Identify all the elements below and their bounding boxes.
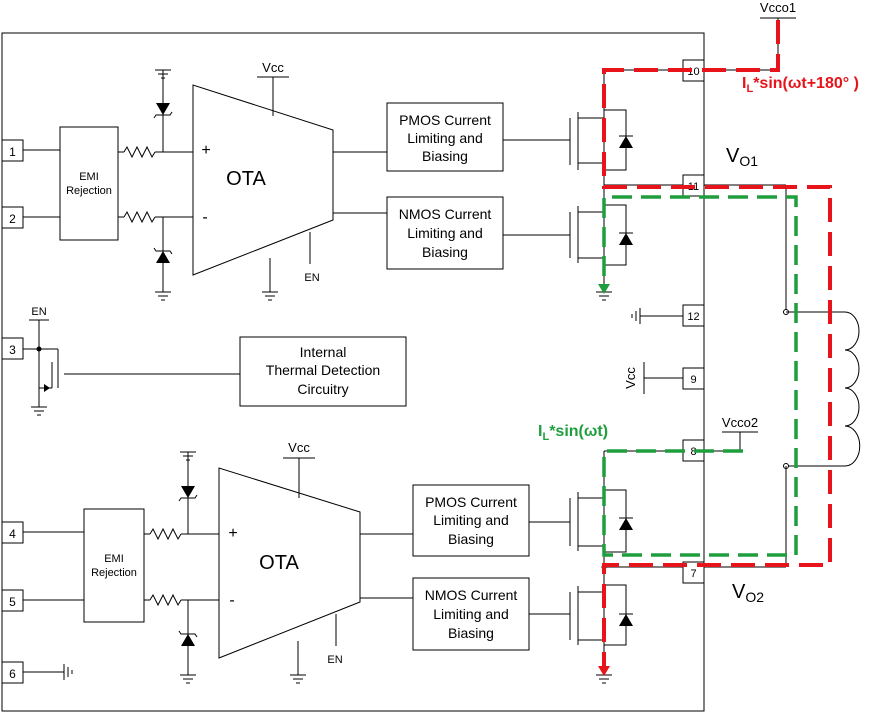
il-red-label: IL*sin(ωt+180° )	[742, 75, 859, 95]
zener-diode-icon	[156, 103, 170, 115]
svg-text:Thermal Detection: Thermal Detection	[266, 362, 380, 378]
inductor-load	[704, 184, 861, 568]
inductor-icon	[844, 311, 861, 467]
zener-diode-icon	[181, 634, 195, 646]
top-channel: EMI Rejection OTA + - Vcc	[23, 60, 683, 301]
green-current-path	[598, 195, 798, 557]
svg-text:Biasing: Biasing	[448, 531, 494, 547]
vcco1-label: Vcco1	[760, 0, 796, 15]
svg-text:Vcc: Vcc	[288, 440, 310, 455]
body-diode-icon	[619, 136, 633, 148]
svg-text:Limiting and: Limiting and	[407, 130, 483, 146]
pin-3-label: 3	[9, 343, 16, 357]
arrow-down-icon	[598, 284, 610, 294]
svg-text:PMOS Current: PMOS Current	[425, 494, 517, 510]
pmos-transistor-top	[569, 69, 683, 185]
vo2-label: VO2	[732, 581, 764, 605]
body-diode-icon	[619, 233, 633, 245]
zener-diode-icon	[181, 486, 195, 498]
bottom-channel: EMI Rejection OTA + - Vcc EN	[23, 440, 683, 684]
svg-text:Biasing: Biasing	[422, 244, 468, 260]
nmos-limiting-block-top	[386, 196, 504, 270]
pmos-transistor-bottom	[569, 450, 683, 567]
svg-text:-: -	[202, 209, 207, 226]
svg-text:Circuitry: Circuitry	[297, 381, 348, 397]
pin-6: 6	[1, 661, 24, 684]
thermal-detection-block	[239, 336, 407, 407]
svg-text:Biasing: Biasing	[422, 148, 468, 164]
vo1-label: VO1	[726, 145, 758, 169]
pin-2-label: 2	[9, 212, 16, 226]
pin-3: 3	[1, 337, 24, 360]
resistor-icon	[123, 210, 156, 224]
svg-text:Vcc: Vcc	[623, 367, 638, 389]
body-diode-icon	[619, 518, 633, 530]
pin-4: 4	[1, 521, 24, 544]
pin-7-label: 7	[690, 568, 696, 580]
pin-5: 5	[1, 589, 24, 612]
body-diode-icon	[619, 614, 633, 626]
pin-6-ground	[23, 664, 73, 680]
pin-12-label: 12	[687, 311, 699, 323]
zener-diode-icon	[156, 251, 170, 263]
il-green-label: IL*sin(ωt)	[538, 423, 608, 443]
svg-text:Biasing: Biasing	[448, 625, 494, 641]
svg-text:Vcc: Vcc	[262, 60, 284, 75]
svg-text:EN: EN	[31, 306, 46, 318]
pin-7: 7	[682, 561, 705, 584]
svg-text:Rejection: Rejection	[66, 185, 112, 197]
svg-text:NMOS Current: NMOS Current	[425, 587, 518, 603]
pin-8-label: 8	[690, 446, 696, 458]
resistor-icon	[149, 527, 182, 541]
svg-text:EMI: EMI	[79, 171, 99, 183]
svg-text:+: +	[228, 525, 237, 542]
pin-9: 9	[682, 367, 705, 390]
svg-text:Limiting and: Limiting and	[407, 225, 483, 241]
red-current-path	[598, 20, 832, 676]
pin-2: 2	[1, 206, 24, 229]
svg-text:EN: EN	[327, 654, 342, 666]
thermal-section: EN Internal Thermal Detection Circuitry	[23, 306, 407, 416]
pmos-limiting-block-bottom	[412, 484, 530, 557]
resistor-icon	[123, 145, 156, 159]
svg-text:+: +	[201, 142, 210, 159]
svg-text:Limiting and: Limiting and	[433, 512, 509, 528]
nmos-transistor-top	[569, 185, 633, 301]
nmos-limiting-block-bottom	[412, 577, 530, 651]
svg-text:NMOS Current: NMOS Current	[399, 206, 492, 222]
ota-amplifier-bottom	[218, 467, 361, 659]
ota-amplifier-top	[192, 84, 334, 276]
svg-text:Internal: Internal	[300, 344, 347, 360]
vcco1-supply: Vcco1	[704, 0, 796, 71]
pin-1-label: 1	[9, 145, 16, 159]
svg-text:OTA: OTA	[259, 552, 299, 574]
svg-text:EN: EN	[304, 272, 319, 284]
pin-9-label: 9	[690, 374, 696, 386]
svg-text:Limiting and: Limiting and	[433, 606, 509, 622]
pin-12-ground	[631, 308, 683, 324]
svg-text:OTA: OTA	[226, 168, 266, 190]
pin-9-vcc: Vcc	[623, 362, 683, 394]
pin-5-label: 5	[9, 595, 16, 609]
svg-text:-: -	[229, 592, 234, 609]
pin-6-label: 6	[9, 667, 16, 681]
svg-text:PMOS Current: PMOS Current	[399, 112, 491, 128]
pin-4-label: 4	[9, 527, 16, 541]
pin-1: 1	[1, 139, 24, 162]
vcco2-supply: Vcco2	[704, 415, 758, 452]
pin-12: 12	[682, 304, 705, 327]
resistor-icon	[149, 593, 182, 607]
vcco2-label: Vcco2	[722, 415, 758, 430]
svg-text:EMI: EMI	[104, 553, 124, 565]
svg-text:Rejection: Rejection	[91, 567, 137, 579]
pmos-limiting-block-top	[386, 102, 504, 172]
emi-rejection-block-bottom	[83, 508, 145, 623]
arrow-down-icon	[598, 666, 610, 676]
emi-rejection-block-top	[59, 126, 119, 241]
nmos-transistor-bottom	[569, 567, 633, 684]
